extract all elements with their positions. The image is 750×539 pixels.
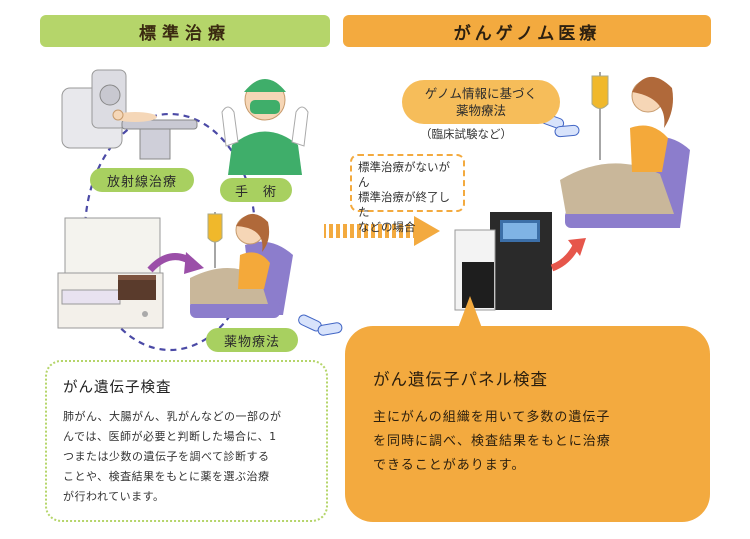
radiation-machine-illustration xyxy=(61,69,198,160)
surgeon-illustration xyxy=(221,79,309,175)
desc-line: できることがあります。 xyxy=(373,458,526,473)
panel-box-pointer xyxy=(458,296,482,328)
clinical-trial-note: （臨床試験など） xyxy=(420,127,512,141)
panel-test-title: がん遺伝子パネル検査 xyxy=(373,370,548,389)
note-line: 標準治療がないがん xyxy=(358,160,450,189)
patient-chair-right-illustration xyxy=(560,72,690,228)
desc-line: んでは、医師が必要と判断した場合に、1 xyxy=(63,430,277,443)
gene-test-machine-illustration xyxy=(57,217,164,329)
gene-test-info-box: がん遺伝子検査 肺がん、大腸がん、乳がんなどの一部のが んでは、医師が必要と判断… xyxy=(45,360,328,522)
note-line: などの場合 xyxy=(358,220,416,234)
desc-line: 肺がん、大腸がん、乳がんなどの一部のが xyxy=(63,410,282,423)
no-standard-treatment-note: 標準治療がないがん 標準治療が終了した などの場合 xyxy=(350,154,465,234)
red-curved-arrow xyxy=(550,244,580,272)
desc-line: を同時に調べ、検査結果をもとに治療 xyxy=(373,434,611,449)
desc-line: が行われています。 xyxy=(63,490,165,503)
genome-drug-therapy-bubble: ゲノム情報に基づく 薬物療法 xyxy=(402,80,560,124)
dashed-arrow-to-genome xyxy=(324,216,440,246)
bubble-line: ゲノム情報に基づく xyxy=(424,86,538,101)
label-radiation-therapy: 放射線治療 xyxy=(90,168,194,192)
note-line: 標準治療が終了した xyxy=(358,190,450,219)
genome-medicine-header: がんゲノム医療 xyxy=(343,15,711,47)
label-surgery: 手 術 xyxy=(220,178,292,202)
bubble-line: 薬物療法 xyxy=(455,103,506,118)
standard-treatment-header: 標準治療 xyxy=(40,15,330,47)
gene-test-description: 肺がん、大腸がん、乳がんなどの一部のが んでは、医師が必要と判断した場合に、1 … xyxy=(63,407,310,507)
panel-test-info-box: がん遺伝子パネル検査 主にがんの組織を用いて多数の遺伝子 を同時に調べ、検査結果… xyxy=(345,326,710,522)
panel-sequencer-illustration xyxy=(454,212,552,311)
pills-left-illustration xyxy=(298,314,343,336)
desc-line: つまたは少数の遺伝子を調べて診断する xyxy=(63,450,270,463)
panel-test-description: 主にがんの組織を用いて多数の遺伝子 を同時に調べ、検査結果をもとに治療 できるこ… xyxy=(373,406,682,478)
desc-line: 主にがんの組織を用いて多数の遺伝子 xyxy=(373,410,611,425)
gene-test-title: がん遺伝子検査 xyxy=(63,380,172,396)
patient-chair-left-illustration xyxy=(190,212,293,318)
desc-line: ことや、検査結果をもとに薬を選ぶ治療 xyxy=(63,470,270,483)
label-drug-therapy: 薬物療法 xyxy=(206,328,298,352)
